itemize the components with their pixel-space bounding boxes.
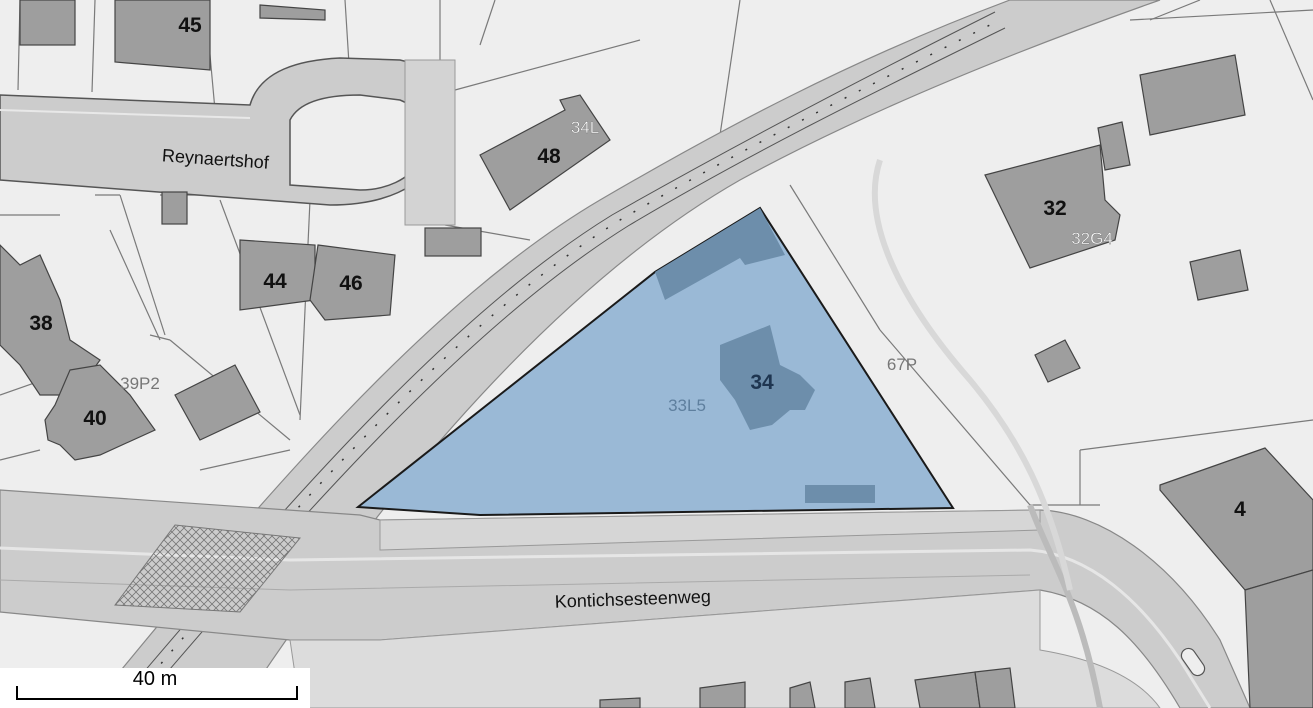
house-number-45: 45 — [178, 14, 202, 37]
house-number-44: 44 — [263, 270, 287, 293]
parcel-id-34l: 34L — [571, 118, 599, 137]
house-number-labels: 45 48 44 46 38 40 32 34 4 — [29, 14, 1246, 521]
scale-bar-line — [16, 686, 298, 700]
house-number-48: 48 — [537, 145, 561, 168]
parcel-id-39p2: 39P2 — [120, 374, 160, 393]
parcel-id-32g4: 32G4 — [1071, 229, 1113, 248]
scale-bar: 40 m — [0, 668, 310, 708]
road-reynaertshof-spur — [404, 59, 456, 226]
traffic-island — [1180, 647, 1206, 677]
railway-crossing — [114, 524, 301, 613]
selected-parcel-building-north — [655, 208, 785, 300]
parcel-id-33l5: 33L5 — [668, 396, 706, 415]
house-number-38: 38 — [29, 312, 53, 335]
selected-parcel-shed — [805, 485, 875, 503]
scale-bar-label: 40 m — [132, 668, 178, 690]
house-number-32: 32 — [1043, 197, 1066, 220]
parcel-id-labels: 34L 32G4 39P2 33L5 67P — [120, 118, 1113, 415]
parcel-id-67p: 67P — [887, 355, 917, 374]
house-number-40: 40 — [83, 407, 106, 430]
selected-parcel-33l5[interactable] — [355, 206, 955, 517]
footpath — [871, 159, 1073, 591]
building-34[interactable] — [720, 325, 815, 430]
house-number-4: 4 — [1234, 498, 1246, 521]
house-number-46: 46 — [339, 272, 362, 295]
house-number-34: 34 — [750, 371, 774, 394]
